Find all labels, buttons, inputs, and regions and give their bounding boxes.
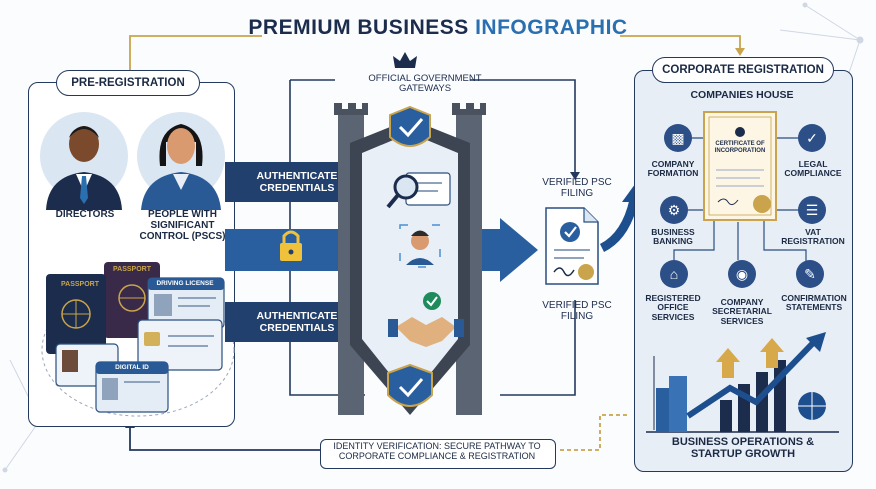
passport-label-2: PASSPORT	[113, 266, 151, 273]
digital-id-label: DIGITAL ID	[115, 364, 149, 371]
vat-registration-label: VAT REGISTRATION	[781, 227, 845, 247]
page-title: PREMIUM BUSINESS INFOGRAPHIC	[248, 16, 628, 39]
footer-text: IDENTITY VERIFICATION: SECURE PATHWAY TO…	[333, 441, 541, 461]
confirmation-statements-label: CONFIRMATION STATEMENTS	[781, 293, 847, 313]
identity-documents	[41, 262, 235, 417]
castle-gateway	[334, 103, 486, 415]
driving-license-label: DRIVING LICENSE	[156, 280, 214, 287]
preregistration-label: PRE-REGISTRATION	[56, 70, 200, 96]
certificate-label: CERTIFICATE OF INCORPORATION	[714, 141, 766, 154]
vat-document-icon: ☰	[798, 196, 826, 224]
corporate-graphics	[646, 111, 839, 433]
verified-psc-filing-top: VERIFIED PSC FILING	[542, 177, 612, 199]
building-icon: ▩	[664, 124, 692, 152]
psc-document-icon	[545, 207, 599, 285]
pscs-label: PEOPLE WITH SIGNIFICANT CONTROL (PSCs)	[139, 209, 226, 242]
corporate-label: CORPORATE REGISTRATION	[652, 57, 834, 83]
directors-label: DIRECTORS	[55, 209, 115, 220]
confirmation-icon: ✎	[796, 260, 824, 288]
legal-compliance-label: LEGAL COMPLIANCE	[784, 159, 842, 179]
secretarial-network-icon: ◉	[728, 260, 756, 288]
authenticate-credentials-bottom: AUTHENTICATE CREDENTIALS	[256, 310, 338, 335]
office-icon: ⌂	[660, 260, 688, 288]
passport-label-1: PASSPORT	[61, 281, 99, 288]
company-formation-label: COMPANY FORMATION	[647, 159, 699, 179]
companies-house-label: COMPANIES HOUSE	[690, 89, 794, 101]
growth-label: BUSINESS OPERATIONS & STARTUP GROWTH	[671, 436, 815, 461]
company-secretarial-label: COMPANY SECRETARIAL SERVICES	[712, 297, 772, 326]
registered-office-label: REGISTERED OFFICE SERVICES	[645, 293, 701, 322]
gateway-label: OFFICIAL GOVERNMENT GATEWAYS	[368, 73, 482, 95]
business-banking-label: BUSINESS BANKING	[651, 227, 695, 247]
footer-banner	[320, 439, 556, 469]
bank-icon: ⚙	[660, 196, 688, 224]
verified-psc-filing-bottom: VERIFIED PSC FILING	[542, 300, 612, 322]
people-illustration	[40, 112, 225, 210]
crown-icon	[393, 52, 417, 68]
compliance-icon: ✓	[798, 124, 826, 152]
authenticate-credentials-top: AUTHENTICATE CREDENTIALS	[256, 170, 338, 195]
